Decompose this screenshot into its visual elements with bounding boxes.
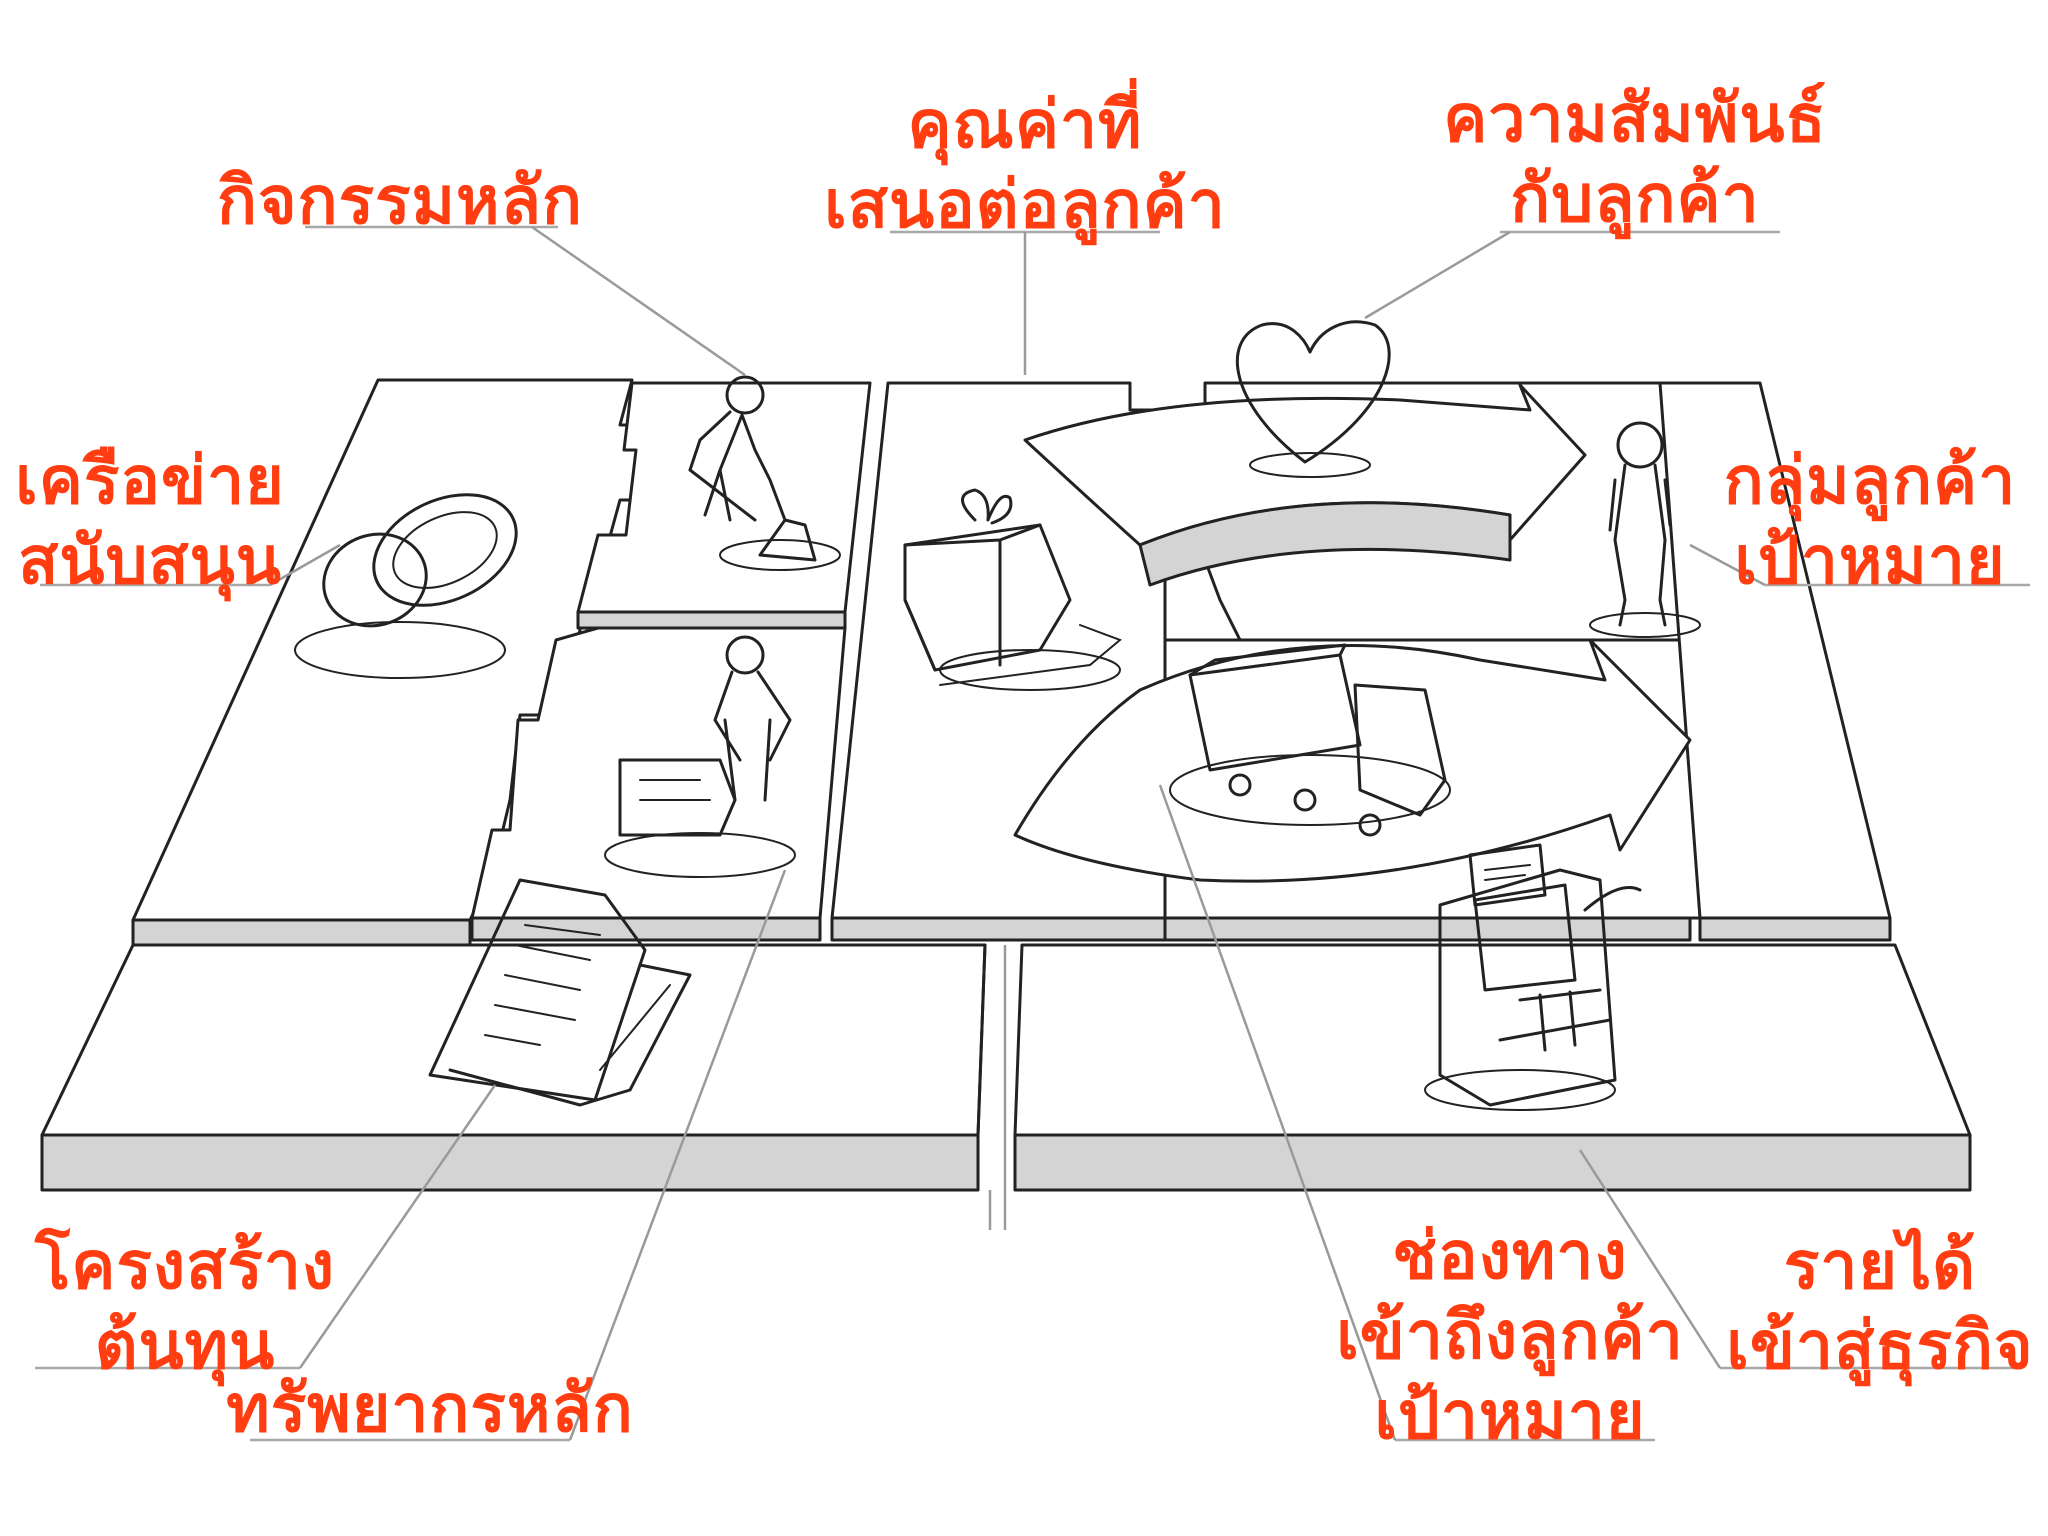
gift-box-icon [903, 488, 1122, 691]
rings-icon [294, 493, 518, 679]
heart-icon [1235, 320, 1391, 478]
label-value-proposition: คุณค่าที่ เสนอต่อลูกค้า [824, 85, 1226, 243]
label-customer-relationships: ความสัมพันธ์ กับลูกค้า [1443, 79, 1827, 237]
label-key-activities: กิจกรรมหลัก [217, 161, 583, 239]
revenue-streams-block [1013, 943, 1972, 1192]
leader-lines [35, 225, 2030, 1442]
key-resources-block [470, 626, 847, 942]
label-channels: ช่องทาง เข้าถึงลูกค้า เป้าหมาย [1336, 1216, 1684, 1454]
customer-person-icon [1589, 421, 1701, 638]
label-key-partners: เครือข่าย สนับสนุน [15, 441, 285, 599]
delivery-truck-icon [1169, 643, 1451, 837]
channel-arrow [1013, 638, 1692, 883]
cost-structure-block [40, 943, 987, 1192]
label-customer-segments: กลุ่มลูกค้า เป้าหมาย [1723, 441, 2017, 599]
invoice-icon [428, 878, 692, 1107]
digging-person-icon [688, 375, 841, 571]
cash-register-icon [1424, 843, 1642, 1111]
label-revenue-streams: รายได้ เข้าสู่ธุรกิจ [1726, 1226, 2034, 1384]
label-key-resources: ทรัพยากรหลัก [226, 1369, 634, 1447]
label-cost-structure: โครงสร้าง ต้นทุน [34, 1226, 336, 1384]
working-person-icon [604, 635, 796, 878]
